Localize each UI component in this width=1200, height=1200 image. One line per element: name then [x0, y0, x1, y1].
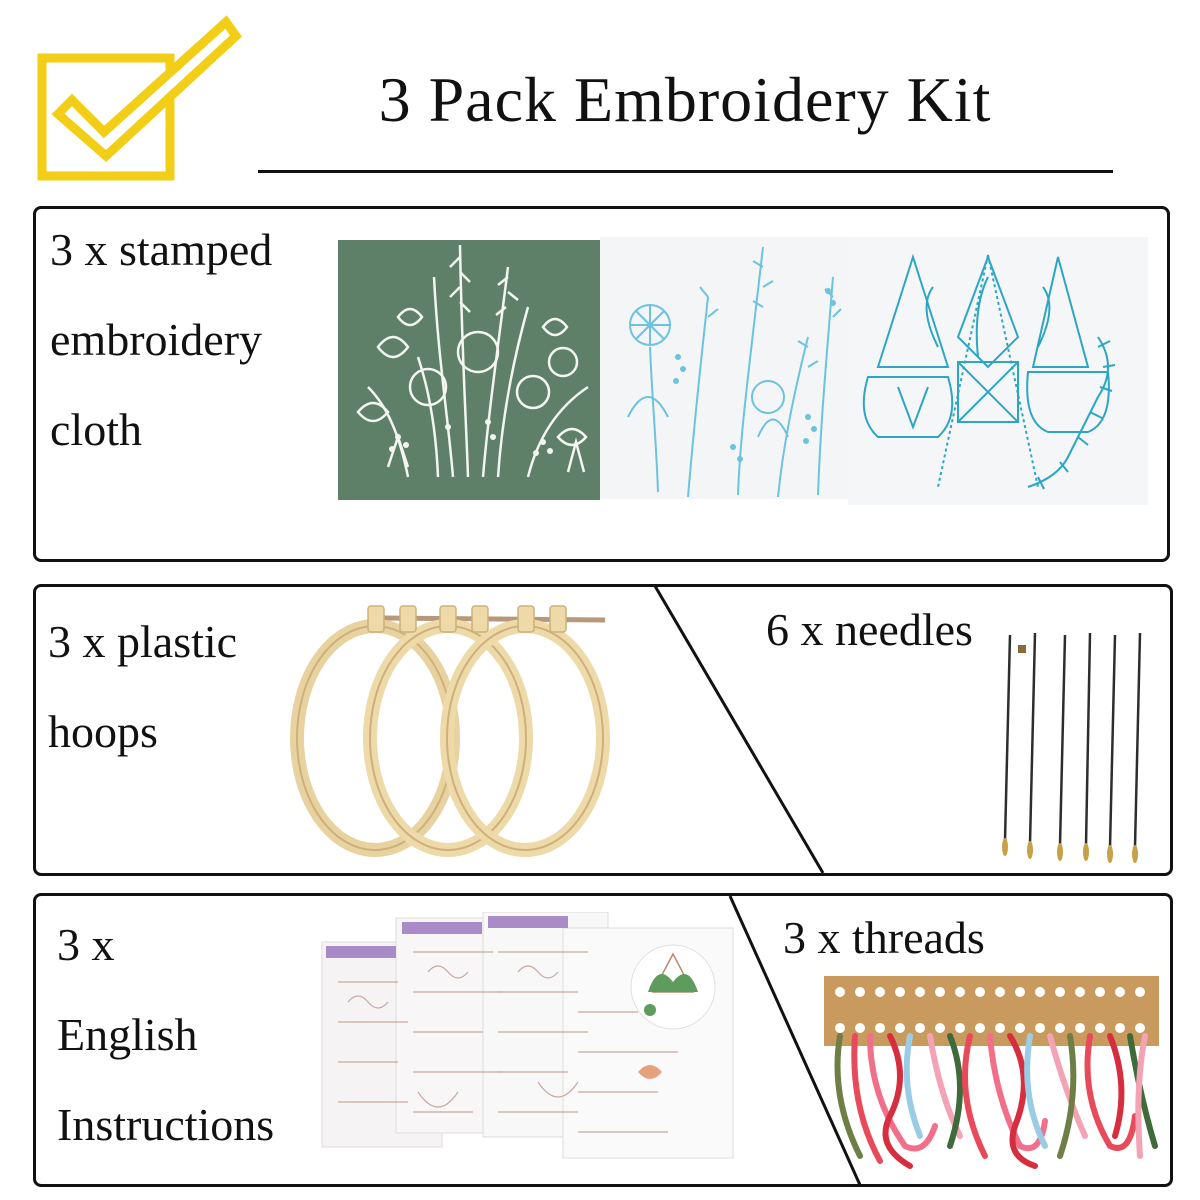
green-wildflower-cloth-image: [338, 240, 600, 500]
threads-label: 3 x threads: [783, 912, 985, 963]
instructions-threads-panel: [33, 893, 1173, 1187]
blue-meadow-cloth-image: [600, 237, 855, 499]
stamped-cloth-images: [338, 237, 1148, 505]
instructions-label-line: English: [57, 1009, 198, 1060]
checkbox-check-icon: [37, 15, 242, 181]
hoops-label: 3 x plastic hoops: [48, 597, 237, 777]
hanging-plants-cloth-image: [848, 237, 1148, 505]
needles-label: 6 x needles: [766, 604, 973, 655]
hoops-label-line: hoops: [48, 706, 158, 757]
page-title: 3 Pack Embroidery Kit: [378, 64, 992, 135]
hoops-needles-panel: [33, 584, 1173, 876]
cloth-label-line: 3 x stamped: [50, 224, 273, 275]
cloth-label-line: embroidery: [50, 314, 263, 365]
needles-image: [1002, 632, 1142, 863]
instruction-sheets-image: [321, 912, 734, 1159]
cloth-panel: [33, 206, 1170, 562]
cloth-label: 3 x stamped embroidery cloth: [50, 205, 272, 475]
embroidery-threads-image: [824, 976, 1159, 1169]
instructions-label-line: 3 x: [57, 919, 115, 970]
cloth-label-line: cloth: [50, 404, 142, 455]
embroidery-hoops-image: [290, 605, 610, 857]
instructions-label: 3 x English Instructions: [57, 900, 274, 1170]
hoops-label-line: 3 x plastic: [48, 616, 238, 667]
instructions-label-line: Instructions: [57, 1099, 275, 1150]
title-divider: [258, 170, 1113, 173]
